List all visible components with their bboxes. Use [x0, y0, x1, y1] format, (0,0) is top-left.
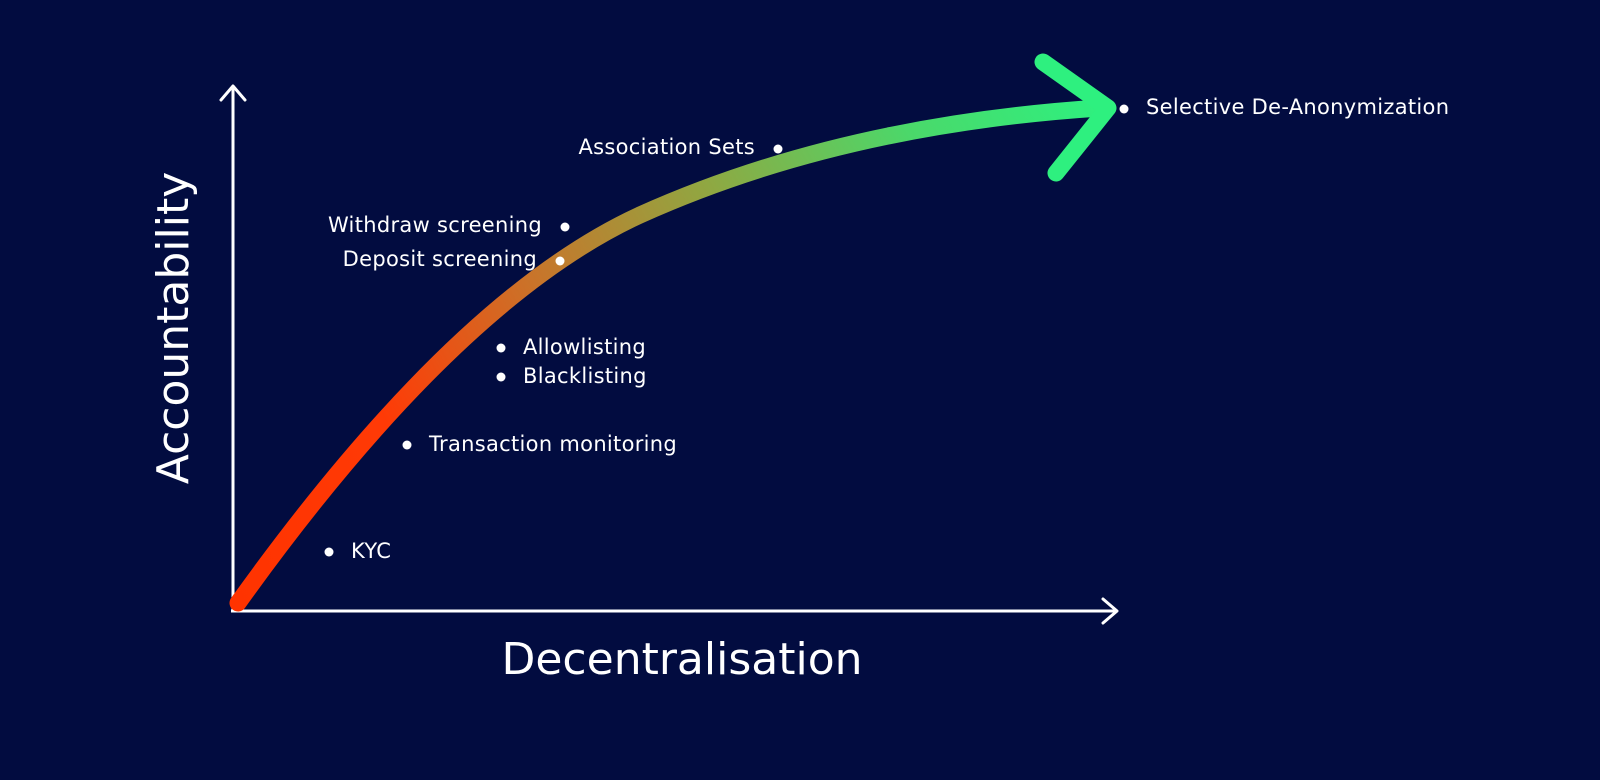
x-axis-arrow-icon	[1101, 597, 1119, 625]
point-transaction-monitoring: Transaction monitoring	[402, 432, 677, 456]
point-dot	[1119, 104, 1129, 114]
point-label: KYC	[351, 539, 391, 563]
point-label: Blacklisting	[523, 364, 647, 388]
point-label: Withdraw screening	[328, 213, 542, 237]
point-allowlisting: Allowlisting	[496, 335, 646, 359]
point-dot	[324, 547, 334, 557]
point-dot	[773, 144, 783, 154]
point-dot	[555, 256, 565, 266]
x-axis-title: Decentralisation	[501, 634, 862, 685]
point-dot	[496, 343, 506, 353]
point-selective-de-anonymization: Selective De-Anonymization	[1119, 95, 1449, 119]
point-blacklisting: Blacklisting	[496, 364, 647, 388]
point-label: Selective De-Anonymization	[1146, 95, 1449, 119]
y-axis-title: Accountability	[148, 172, 199, 485]
y-axis	[219, 84, 247, 612]
point-withdraw-screening: Withdraw screening	[328, 213, 570, 237]
point-dot	[402, 440, 412, 450]
point-deposit-screening: Deposit screening	[343, 247, 565, 271]
point-label: Association Sets	[579, 135, 755, 159]
point-label: Allowlisting	[523, 335, 646, 359]
point-kyc: KYC	[324, 539, 391, 563]
curve-arrowhead-icon	[1034, 53, 1117, 182]
y-axis-arrow-icon	[219, 84, 247, 102]
point-label: Transaction monitoring	[428, 432, 677, 456]
x-axis	[231, 597, 1119, 625]
point-dot	[560, 222, 570, 232]
point-association-sets: Association Sets	[579, 135, 783, 159]
point-dot	[496, 372, 506, 382]
point-label: Deposit screening	[343, 247, 537, 271]
progress-curve	[229, 99, 1109, 612]
